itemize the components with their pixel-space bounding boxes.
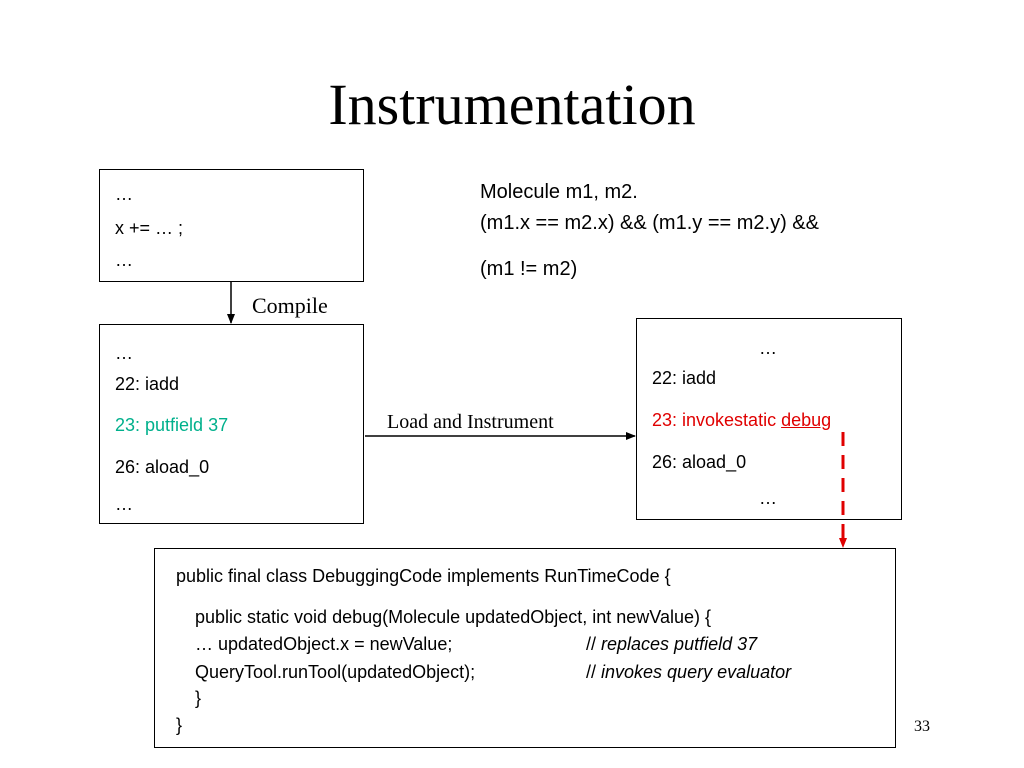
comment-invokes: // invokes query evaluator [586,661,791,683]
bytecode-line-1: … [115,343,133,363]
statement-assign: … updatedObject.x = newValue; [195,634,453,654]
query-line-3: (m1 != m2) [480,258,578,280]
instrumented-line-1: … [759,338,777,358]
bytecode-box: … 22: iadd 23: putfield 37 26: aload_0 … [99,324,364,524]
bytecode-line-2: 22: iadd [115,374,180,394]
class-declaration: public final class DebuggingCode impleme… [176,566,671,586]
instrumented-line-4: 26: aload_0 [652,452,747,472]
query-line-1: Molecule m1, m2. [480,181,638,203]
invokestatic-text: 23: invokestatic [652,410,782,430]
load-instrument-label: Load and Instrument [387,411,554,433]
instrumented-line-2: 22: iadd [652,368,717,388]
comment-text-2: invokes query evaluator [601,662,792,682]
source-line-1: … [115,184,133,204]
slide-title: Instrumentation [328,72,696,137]
instrumented-line-invokestatic: 23: invokestatic debug [652,409,831,431]
debugging-code-box: public final class DebuggingCode impleme… [154,548,896,748]
comment-slashes-2: // [586,662,602,682]
bytecode-line-5: … [115,494,133,514]
compile-label: Compile [252,293,328,318]
source-line-3: … [115,250,133,270]
close-method-brace: } [195,688,202,708]
source-line-2: x += … ; [115,218,184,238]
slide-number: 33 [914,718,930,735]
bytecode-line-putfield: 23: putfield 37 [115,415,229,435]
instrumented-line-5: … [759,488,777,508]
source-code-box: … x += … ; … [99,169,364,282]
comment-text-1: replaces putfield 37 [601,634,758,654]
bytecode-line-4: 26: aload_0 [115,457,210,477]
comment-replaces: // replaces putfield 37 [586,633,757,655]
close-class-brace: } [176,715,183,735]
method-declaration: public static void debug(Molecule update… [195,607,711,627]
statement-runtool: QueryTool.runTool(updatedObject); [195,662,476,682]
query-line-2: (m1.x == m2.x) && (m1.y == m2.y) && [480,212,819,234]
debug-link[interactable]: debug [781,410,832,430]
comment-slashes-1: // [586,634,602,654]
instrumented-bytecode-box: … 22: iadd 23: invokestatic debug 26: al… [636,318,902,520]
